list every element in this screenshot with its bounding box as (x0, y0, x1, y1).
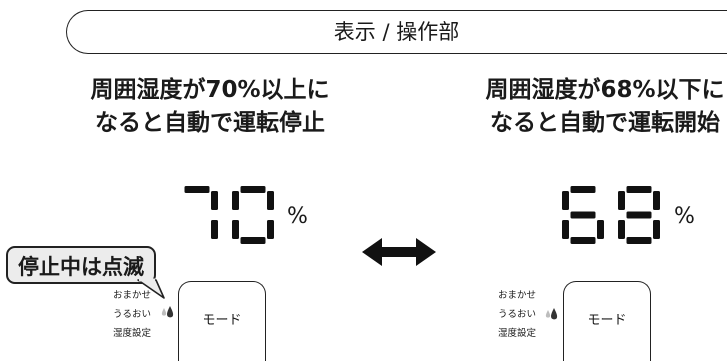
right-caption-line-1: 周囲湿度が68%以下に (485, 77, 725, 103)
segment-c (267, 220, 274, 239)
water-drop-icon (545, 308, 558, 320)
left-caption-line-2: なると自動で運転停止 (95, 110, 325, 136)
segment-c (597, 220, 604, 239)
left-percent-unit: % (287, 204, 308, 229)
segment-a (240, 186, 266, 193)
segment-f (562, 191, 569, 210)
right-caption: 周囲湿度が68%以下に なると自動で運転開始 (455, 74, 727, 140)
segment-d (570, 237, 596, 244)
label-omakase: おまかせ (113, 290, 152, 301)
left-mode-labels: おまかせ うるおい 湿度設定 (113, 286, 151, 343)
left-caption: 周囲湿度が70%以上に なると自動で運転停止 (60, 74, 360, 140)
segment-d (240, 237, 266, 244)
mode-button[interactable]: モード (178, 281, 266, 361)
water-drop-icon (161, 306, 174, 318)
label-uruoi: うるおい (113, 309, 152, 320)
label-uruoi: うるおい (498, 309, 537, 320)
segment-g (626, 211, 652, 219)
segment-e (232, 220, 239, 239)
section-header-frame (66, 10, 727, 54)
segment-b (267, 191, 274, 210)
segment-a (184, 186, 210, 193)
segment-b (653, 191, 660, 210)
segment-g (570, 211, 596, 219)
right-mode-labels: おまかせ うるおい 湿度設定 (498, 286, 536, 343)
mode-button[interactable]: モード (563, 281, 651, 361)
label-omakase: おまかせ (498, 290, 537, 301)
callout-tail (137, 278, 165, 299)
segment-e (618, 220, 625, 239)
label-humidity-setting: 湿度設定 (113, 328, 152, 339)
segment-e (562, 220, 569, 239)
segment-a (626, 186, 652, 193)
section-title: 表示 / 操作部 (333, 20, 460, 44)
segment-a (570, 186, 596, 193)
label-humidity-setting: 湿度設定 (498, 328, 537, 339)
segment-f (232, 191, 239, 210)
blinking-callout: 停止中は点滅 (6, 246, 156, 284)
left-seven-segment-display (184, 186, 274, 244)
right-seven-segment-display (562, 186, 660, 244)
left-caption-line-1: 周囲湿度が70%以上に (90, 77, 330, 103)
segment-c (211, 220, 218, 239)
double-headed-arrow-icon (362, 238, 436, 266)
segment-d (626, 237, 652, 244)
segment-f (618, 191, 625, 210)
right-caption-line-2: なると自動で運転開始 (490, 110, 720, 136)
right-percent-unit: % (674, 204, 695, 229)
segment-c (653, 220, 660, 239)
segment-b (211, 191, 218, 210)
